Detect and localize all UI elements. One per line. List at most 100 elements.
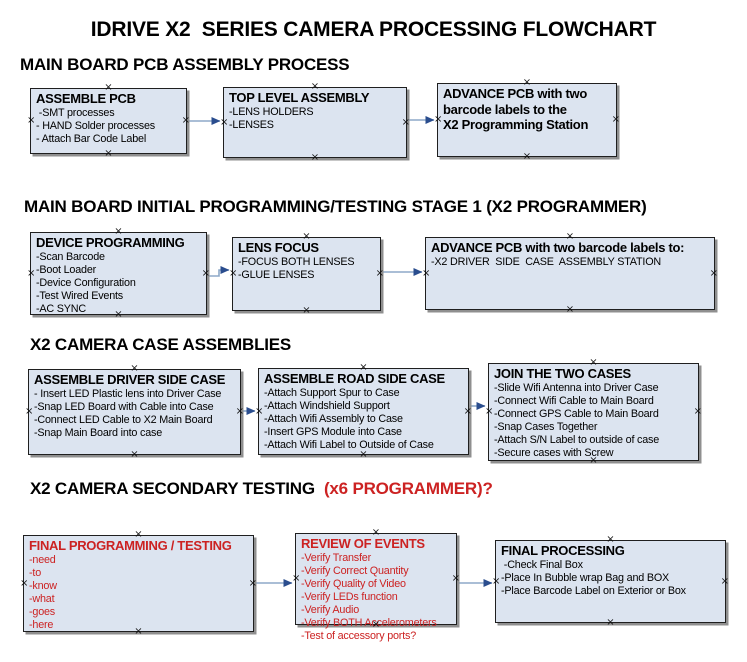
section-heading-pcb-assembly: MAIN BOARD PCB ASSEMBLY PROCESS [20,55,350,75]
box-title: TOP LEVEL ASSEMBLY [229,90,370,105]
box-item: -GLUE LENSES [238,268,315,281]
box-item: -Verify BOTH Accelerometers [301,616,437,629]
heading-part: MAIN BOARD INITIAL PROGRAMMING/TESTING S… [24,197,647,216]
box-item: -Snap LED Board with Cable into Case [34,400,214,413]
connection-handle-left-icon: × [20,577,29,589]
box-item: -Insert GPS Module into Case [264,425,402,438]
box-title: JOIN THE TWO CASES [494,366,631,381]
section-heading-camera-secondary-testing: X2 CAMERA SECONDARY TESTING (x6 PROGRAMM… [30,479,493,499]
box-item: -Test Wired Events [36,289,123,302]
connection-handle-left-icon: × [255,405,264,417]
box-title: LENS FOCUS [238,240,319,255]
box-items: - Insert LED Plastic lens into Driver Ca… [34,388,240,440]
box-items: -Check Final Box-Place In Bubble wrap Ba… [501,559,725,598]
heading-part: (x6 PROGRAMMER)? [323,479,493,498]
box-item: -Scan Barcode [36,250,105,263]
box-item: -here [29,618,54,631]
box-item: -Slide Wifi Antenna into Driver Case [494,381,659,394]
connection-handle-left-icon: × [220,116,229,128]
box-items: -Verify Transfer-Verify Correct Quantity… [301,552,456,643]
connection-handle-left-icon: × [492,575,501,587]
flow-box-review-of-events[interactable]: REVIEW OF EVENTS -Verify Transfer-Verify… [292,528,460,642]
connection-handle-right-icon: × [709,267,718,279]
box-items: -LENS HOLDERS-LENSES [229,106,406,132]
flow-box-advance-pcb-to-case-assembly[interactable]: ADVANCE PCB with two barcode labels to: … [422,232,718,315]
box-item: -know [29,579,57,592]
box-title: DEVICE PROGRAMMING [36,235,185,250]
connection-handle-bottom-icon: × [565,304,575,315]
connection-handle-left-icon: × [27,115,36,126]
flow-box-device-programming[interactable]: DEVICE PROGRAMMING -Scan Barcode-Boot Lo… [27,227,210,320]
connection-handle-left-icon: × [292,573,301,584]
box-item: -Snap Main Board into case [34,426,163,439]
box-item: -Verify LEDs function [301,590,398,603]
box-item: -Attach S/N Label to outside of case [494,433,660,446]
connection-handle-bottom-icon: × [310,152,320,163]
box-items: -Attach Support Spur to Case-Attach Wind… [264,387,468,452]
box-item: -Attach Support Spur to Case [264,386,400,399]
flow-arrow [207,266,230,277]
heading-part: X2 CAMERA CASE ASSEMBLIES [30,335,292,354]
box-item: -Check Final Box [501,558,583,571]
box-items: -X2 DRIVER SIDE CASE ASSEMBLY STATION [431,256,714,269]
connection-handle-left-icon: × [229,268,238,279]
box-title: ADVANCE PCB with two barcode labels to: [431,240,685,255]
box-items: -Scan Barcode-Boot Loader-Device Configu… [36,251,206,316]
box-item: -FOCUS BOTH LENSES [238,255,355,268]
box-items: -need-to-know-what-goes-here [29,554,253,632]
box-item: -SMT processes [36,106,115,119]
box-item: -LENSES [229,118,274,131]
section-heading-initial-programming-testing: MAIN BOARD INITIAL PROGRAMMING/TESTING S… [24,197,647,217]
box-item: -Verify Quality of Video [301,577,406,590]
box-item: -Connect GPS Cable to Main Board [494,407,659,420]
connection-handle-bottom-icon: × [130,449,139,460]
connection-handle-left-icon: × [27,267,36,279]
box-item: -Attach Wifi Assembly to Case [264,412,403,425]
box-item: -Verify Audio [301,603,360,616]
box-item: -Test of accessory ports? [301,629,417,642]
box-items: -Slide Wifi Antenna into Driver Case-Con… [494,382,698,460]
flow-box-advance-pcb-to-programming-station[interactable]: ADVANCE PCB with two barcode labels to t… [434,78,620,162]
flow-box-assemble-driver-side-case[interactable]: ASSEMBLE DRIVER SIDE CASE - Insert LED P… [25,364,244,460]
box-title: FINAL PROGRAMMING / TESTING [29,538,232,553]
box-items: -FOCUS BOTH LENSES-GLUE LENSES [238,256,380,282]
box-title: REVIEW OF EVENTS [301,536,425,551]
connection-handle-bottom-icon: × [104,148,113,159]
box-item: -Place Barcode Label on Exterior or Box [501,584,686,597]
connection-handle-bottom-icon: × [359,449,368,460]
box-item: -Secure cases with Screw [494,446,614,459]
box-title: ASSEMBLE PCB [36,91,136,106]
page-title: IDRIVE X2 SERIES CAMERA PROCESSING FLOWC… [90,18,657,41]
box-title: ASSEMBLE DRIVER SIDE CASE [34,372,226,387]
flow-box-final-processing[interactable]: FINAL PROCESSING -Check Final Box-Place … [492,535,729,628]
connection-handle-bottom-icon: × [302,305,311,316]
connection-handle-bottom-icon: × [522,151,532,162]
flow-box-top-level-assembly[interactable]: TOP LEVEL ASSEMBLY -LENS HOLDERS-LENSES … [220,82,410,163]
connection-handle-left-icon: × [485,406,494,417]
heading-part: MAIN BOARD PCB ASSEMBLY PROCESS [20,55,350,74]
connection-handle-left-icon: × [422,267,431,279]
box-item: -Attach Wifi Label to Outside of Case [264,438,434,451]
box-item: -what [29,592,55,605]
connection-handle-bottom-icon: × [606,617,615,628]
box-item: -Attach Windshield Support [264,399,390,412]
flow-box-assemble-pcb[interactable]: ASSEMBLE PCB -SMT processes- HAND Solder… [27,83,190,159]
box-title: ASSEMBLE ROAD SIDE CASE [264,371,445,386]
box-item: -to [29,566,41,579]
box-item: -Verify Transfer [301,551,372,564]
flow-box-lens-focus[interactable]: LENS FOCUS -FOCUS BOTH LENSES-GLUE LENSE… [229,232,384,316]
flow-box-final-programming-testing[interactable]: FINAL PROGRAMMING / TESTING -need-to-kno… [20,530,257,637]
box-item: - Insert LED Plastic lens into Driver Ca… [34,387,222,400]
box-item: -Connect Wifi Cable to Main Board [494,394,654,407]
box-item: -Place In Bubble wrap Bag and BOX [501,571,670,584]
box-item: -need [29,553,56,566]
box-item: -AC SYNC [36,302,86,315]
connection-handle-left-icon: × [25,406,34,417]
box-item: -Connect LED Cable to X2 Main Board [34,413,213,426]
flow-box-assemble-road-side-case[interactable]: ASSEMBLE ROAD SIDE CASE -Attach Support … [255,363,472,460]
box-item: -LENS HOLDERS [229,105,314,118]
box-item: - Attach Bar Code Label [36,132,147,145]
box-item: -Verify Correct Quantity [301,564,409,577]
heading-part: X2 CAMERA SECONDARY TESTING [30,479,324,498]
flow-box-join-the-two-cases[interactable]: JOIN THE TWO CASES -Slide Wifi Antenna i… [485,358,702,466]
